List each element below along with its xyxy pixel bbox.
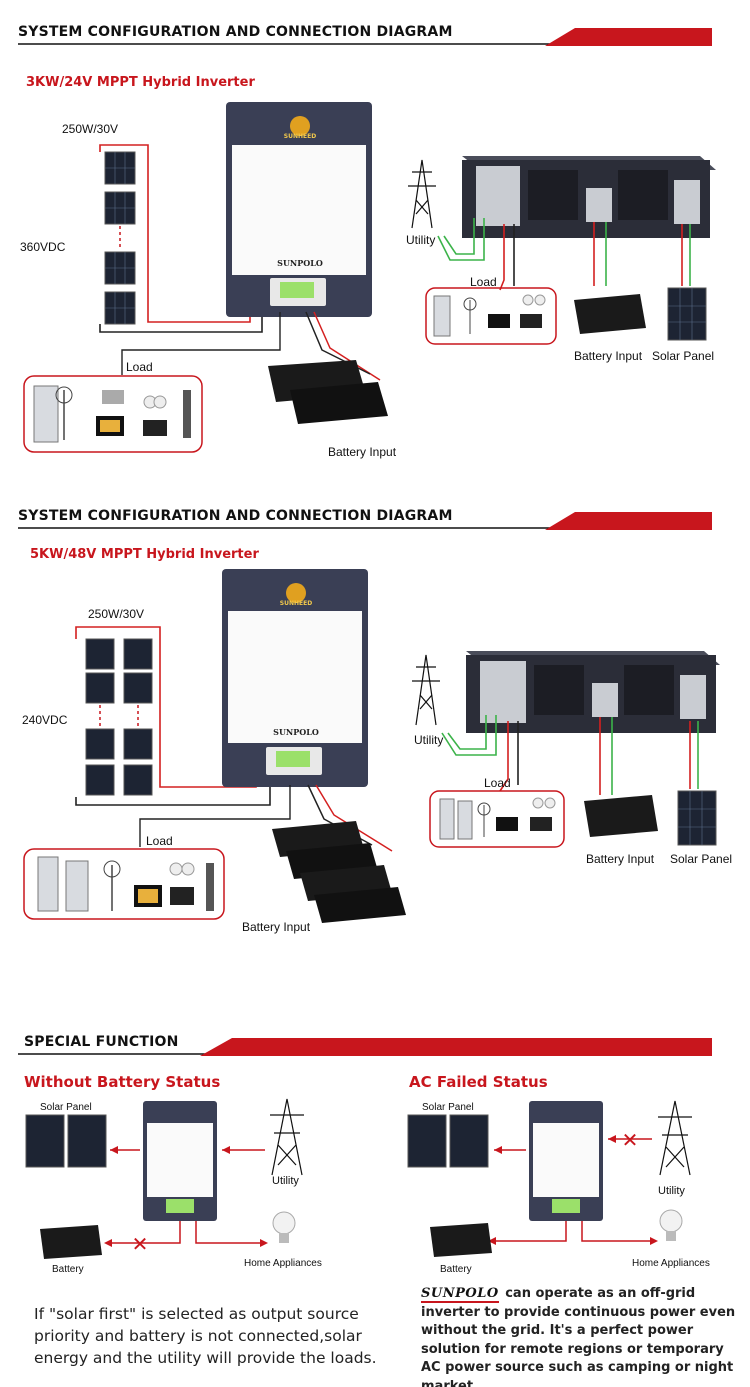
inverter-logo: SUNHEED — [280, 600, 312, 607]
battery-input-label: Battery Input — [242, 920, 311, 934]
utility-tower-icon — [270, 1098, 304, 1176]
voltage-label: 360VDC — [20, 240, 66, 254]
solar-panel-string — [104, 151, 136, 325]
utility-tower-icon — [658, 1100, 692, 1176]
load-label: Load — [146, 834, 173, 848]
inverter-right-status — [529, 1101, 603, 1221]
inverter-logo: SUNHEED — [284, 133, 316, 140]
note-line: priority and battery is not connected,so… — [34, 1327, 362, 1345]
utility-tower-icon — [412, 654, 440, 726]
appliance-icons-right — [433, 294, 546, 337]
load-label-right: Load — [484, 776, 511, 790]
model-title: 3KW/24V MPPT Hybrid Inverter — [26, 75, 255, 90]
solar-panel-label: Solar Panel — [652, 349, 715, 363]
battery-icon-right — [574, 294, 646, 334]
utility-label: Utility — [406, 233, 436, 247]
model-title: 5KW/48V MPPT Hybrid Inverter — [30, 547, 259, 562]
home-appliances-label: Home Appliances — [632, 1258, 710, 1269]
solar-panel-right — [667, 287, 707, 341]
load-box-right — [425, 287, 557, 345]
solar-panel-left-status — [25, 1114, 107, 1168]
battery-label: Battery — [440, 1264, 472, 1275]
inverter-rear-panel — [462, 156, 716, 238]
appliance-icons — [37, 856, 214, 912]
utility-label: Utility — [414, 733, 444, 747]
note-line: If "solar first" is selected as output s… — [34, 1305, 359, 1323]
battery-bank — [272, 821, 406, 923]
battery-bank — [268, 360, 388, 424]
section-header-2: SYSTEM CONFIGURATION AND CONNECTION DIAG… — [0, 504, 750, 544]
solar-panel-label: Solar Panel — [670, 852, 733, 866]
load-label-right: Load — [470, 275, 497, 289]
connection-diagram-5kw: SUNHEED SUNPOLO — [23, 569, 720, 923]
inverter-brand: SUNPOLO — [273, 727, 319, 737]
battery-input-label-right: Battery Input — [586, 852, 655, 866]
panel-rating-label: 250W/30V — [62, 122, 119, 136]
without-battery-note: If "solar first" is selected as output s… — [34, 1303, 396, 1369]
solar-panel-label: Solar Panel — [422, 1102, 474, 1113]
header-bar-graphic — [18, 1038, 712, 1056]
panel-rating-label: 250W/30V — [88, 607, 145, 621]
header-bar-graphic — [18, 512, 712, 530]
battery-icon — [430, 1223, 492, 1257]
section-header-special: SPECIAL FUNCTION — [0, 1030, 750, 1070]
ac-failed-title: AC Failed Status — [409, 1073, 548, 1091]
hybrid-inverter: SUNHEED SUNPOLO — [222, 569, 368, 787]
header-bar-graphic — [18, 28, 712, 46]
battery-input-label: Battery Input — [328, 445, 397, 459]
connection-diagram-3kw: SUNHEED SUNPOLO — [23, 102, 716, 453]
section-header-1: SYSTEM CONFIGURATION AND CONNECTION DIAG… — [0, 20, 750, 60]
battery-input-label-right: Battery Input — [574, 349, 643, 363]
solar-panel-label: Solar Panel — [40, 1102, 92, 1113]
utility-label: Utility — [272, 1175, 299, 1187]
brand-logo: SUNPOLO — [421, 1286, 499, 1303]
note-text: can operate as an off-grid inverter to p… — [421, 1286, 736, 1387]
solar-panel-right — [677, 790, 717, 846]
solar-panel-right-status — [407, 1114, 489, 1168]
note-line: energy and the utility will provide the … — [34, 1349, 377, 1367]
load-box-right — [429, 790, 565, 848]
inverter-rear-panel — [466, 651, 720, 733]
load-label: Load — [126, 360, 153, 374]
light-bulb-icon — [659, 1209, 683, 1241]
voltage-label: 240VDC — [22, 713, 68, 727]
solar-panel-array — [85, 638, 153, 796]
section-title: SYSTEM CONFIGURATION AND CONNECTION DIAG… — [18, 24, 453, 40]
light-bulb-icon — [272, 1211, 296, 1243]
battery-label: Battery — [52, 1264, 84, 1275]
inverter-left-status — [143, 1101, 217, 1221]
appliance-icons — [33, 385, 191, 443]
load-box — [23, 848, 225, 920]
load-box — [23, 375, 203, 453]
ac-failed-note: SUNPOLO can operate as an off-grid inver… — [421, 1285, 741, 1387]
section-title: SPECIAL FUNCTION — [24, 1034, 179, 1050]
x-mark-icon: ✕ — [132, 1234, 149, 1256]
x-mark-icon: ✕ — [622, 1130, 639, 1152]
battery-icon-right — [584, 795, 658, 837]
inverter-brand: SUNPOLO — [277, 258, 323, 268]
without-battery-title: Without Battery Status — [24, 1073, 221, 1091]
utility-label: Utility — [658, 1185, 685, 1197]
battery-icon — [40, 1225, 102, 1259]
section-title: SYSTEM CONFIGURATION AND CONNECTION DIAG… — [18, 508, 453, 524]
utility-tower-icon — [408, 159, 436, 229]
appliance-icons-right — [439, 797, 556, 840]
hybrid-inverter: SUNHEED SUNPOLO — [226, 102, 372, 317]
home-appliances-label: Home Appliances — [244, 1258, 322, 1269]
special-function-diagram: ✕ ✕ — [25, 1098, 692, 1259]
